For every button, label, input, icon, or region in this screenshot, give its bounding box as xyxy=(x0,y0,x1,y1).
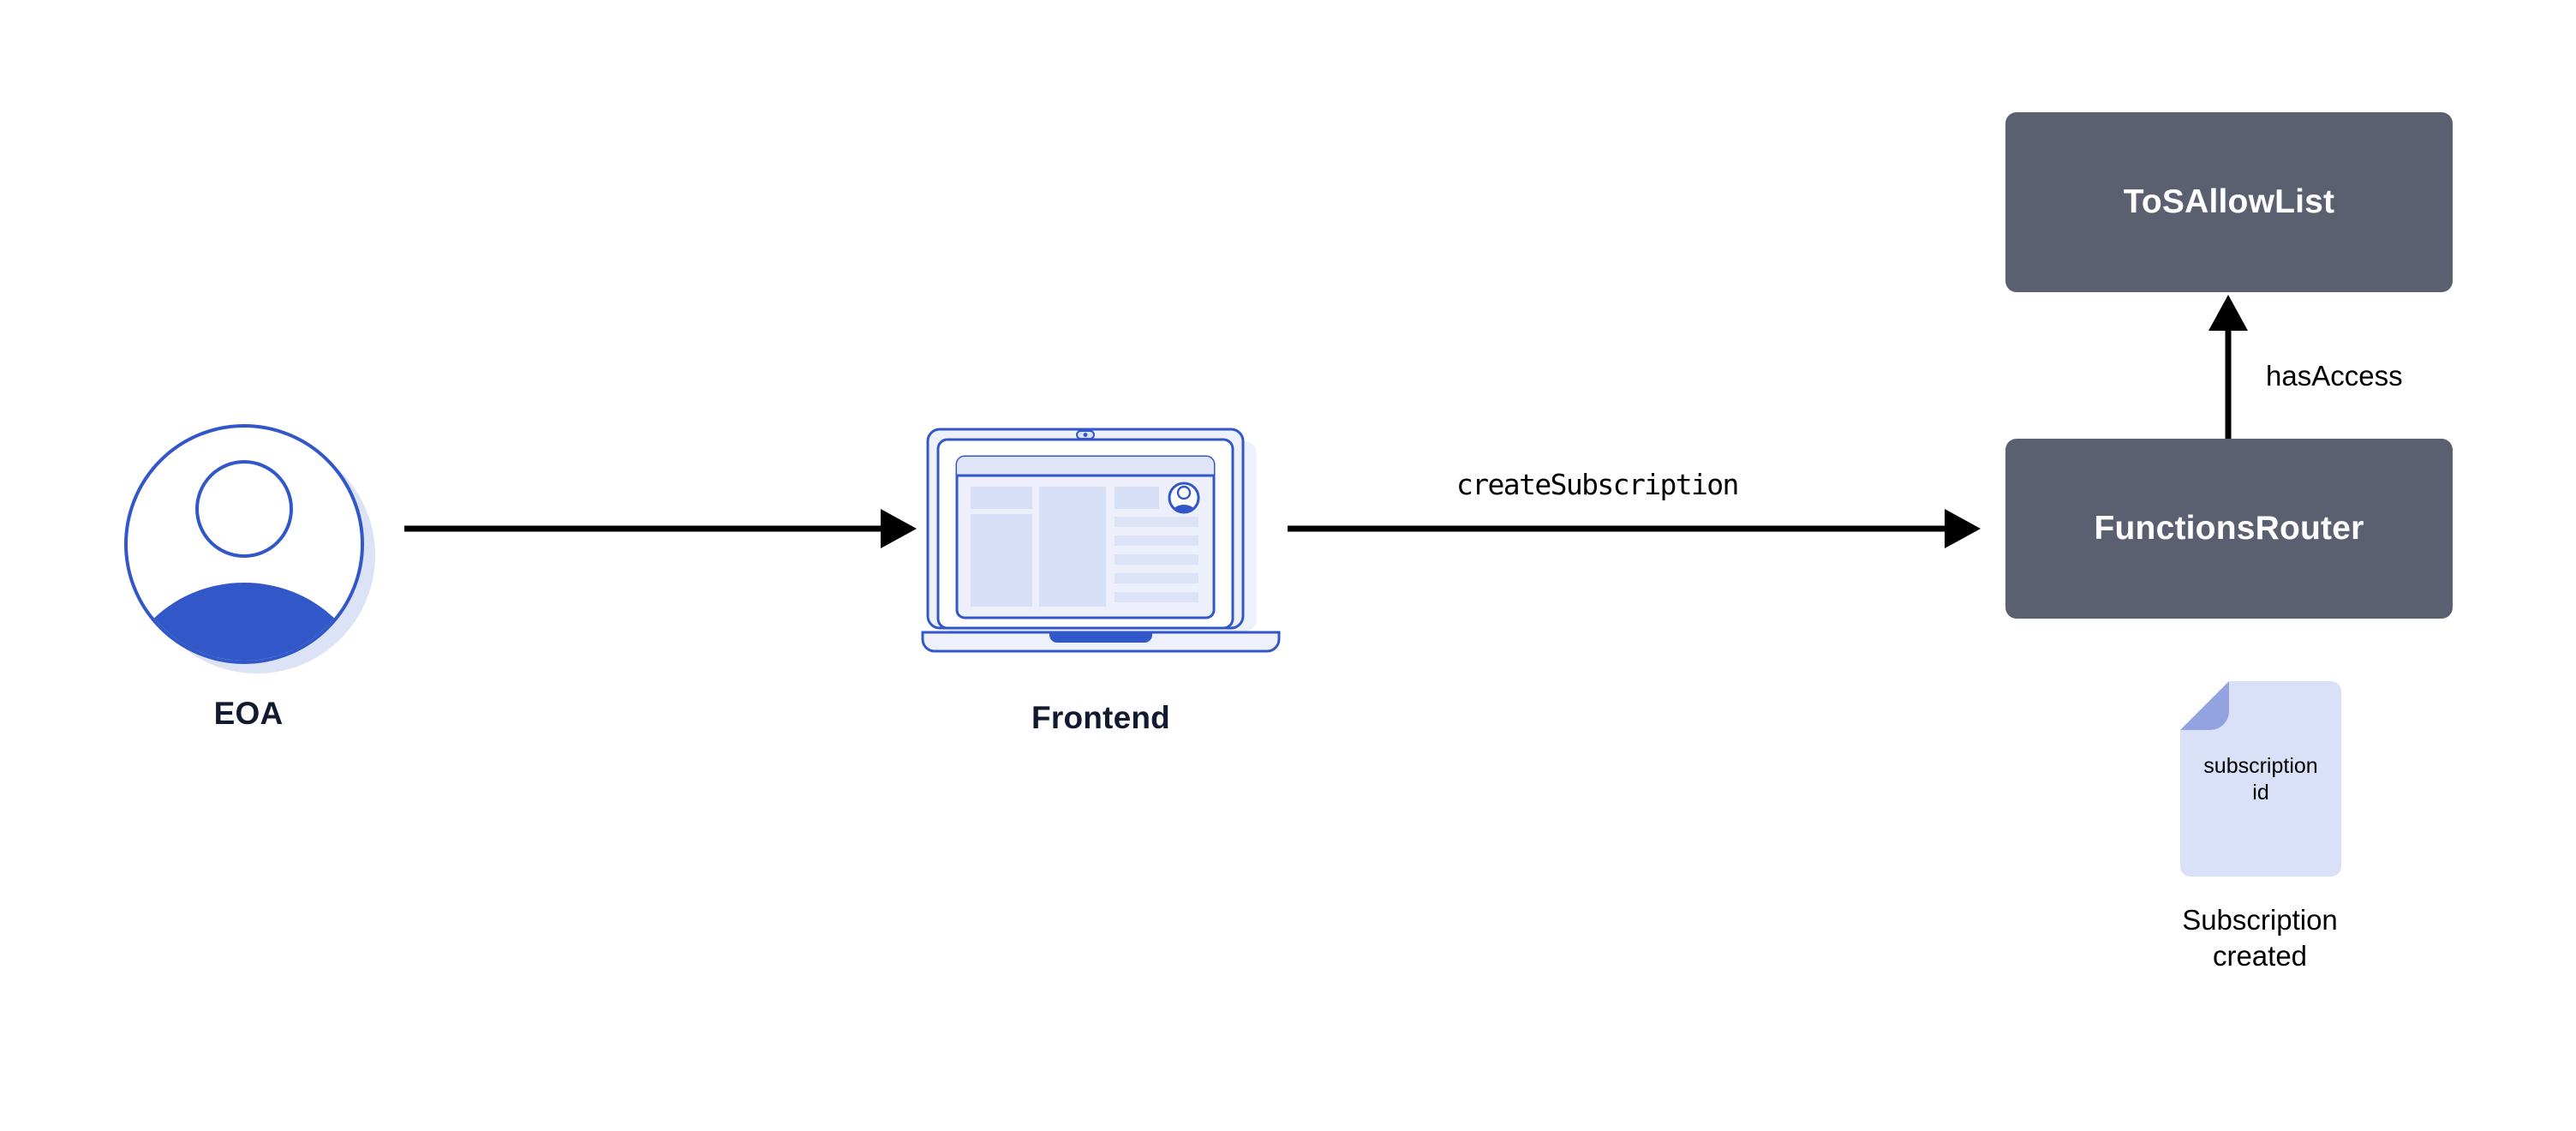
document-icon xyxy=(2180,681,2341,877)
eoa-label: EOA xyxy=(213,696,284,731)
document-inner-line-1: subscription xyxy=(2203,754,2318,778)
laptop-icon xyxy=(921,428,1281,653)
arrow-functions-router-to-tos-allowlist xyxy=(2208,295,2248,439)
tos-allowlist-label: ToSAllowList xyxy=(2123,183,2335,220)
document-inner-text: subscription id xyxy=(2180,753,2341,805)
frontend-label: Frontend xyxy=(1031,700,1170,735)
node-frontend: Frontend xyxy=(921,424,1289,784)
node-functions-router[interactable]: FunctionsRouter xyxy=(2005,439,2453,619)
node-eoa: EOA xyxy=(120,420,394,780)
node-subscription-document: subscription id Subscription created xyxy=(2155,681,2386,972)
edge-label-has-access: hasAccess xyxy=(2266,360,2403,392)
document-caption-line-1: Subscription xyxy=(2182,904,2338,936)
arrow-eoa-to-frontend xyxy=(404,509,917,548)
document-caption: Subscription created xyxy=(2119,902,2401,974)
user-avatar-icon xyxy=(124,424,375,673)
edge-label-create-subscription: createSubscription xyxy=(1456,468,1739,501)
functions-router-label: FunctionsRouter xyxy=(2094,509,2364,547)
node-tos-allowlist[interactable]: ToSAllowList xyxy=(2005,112,2453,292)
document-caption-line-2: created xyxy=(2212,940,2308,972)
document-inner-line-2: id xyxy=(2252,780,2269,805)
arrow-frontend-to-functions-router xyxy=(1288,509,1981,548)
